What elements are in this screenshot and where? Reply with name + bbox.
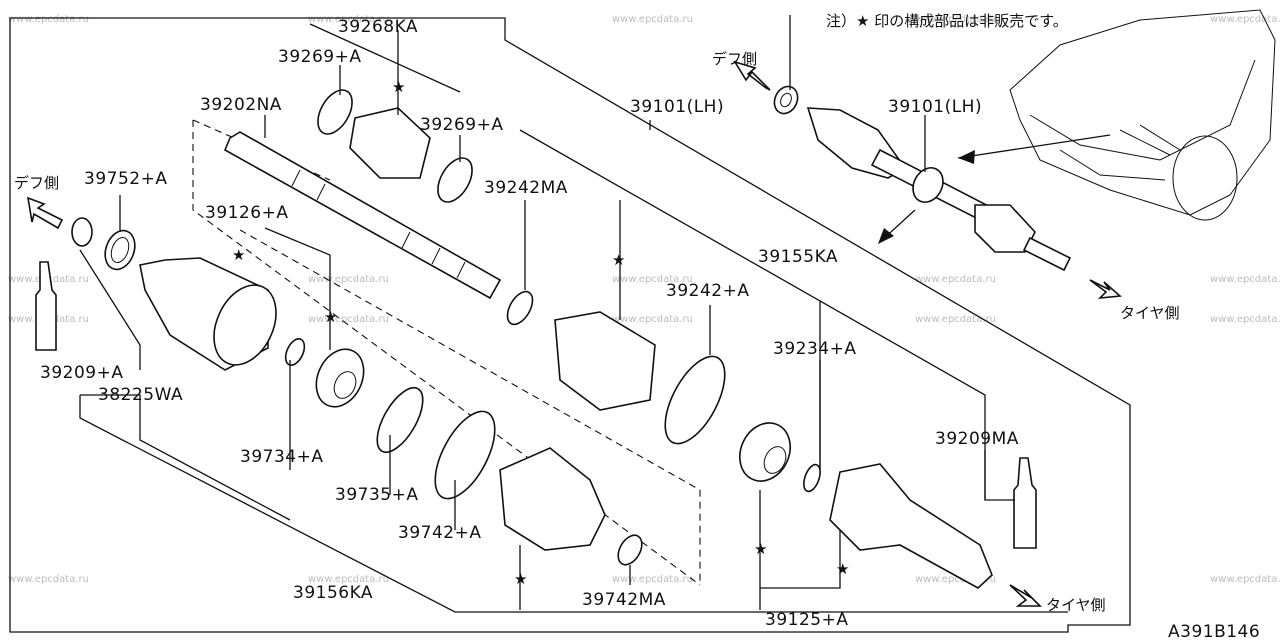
outer-joint-boot — [974, 204, 1036, 253]
outer-joint-ball-cage — [739, 422, 791, 482]
watermark: www.epcdata.ru — [915, 314, 996, 325]
diagram-code: A391B146 — [1168, 622, 1260, 640]
watermark: www.epcdata.ru — [8, 14, 89, 25]
arrow-head — [878, 228, 894, 244]
outer-group-frame — [9, 17, 1131, 633]
boot-band — [434, 410, 496, 500]
outer-joint-housing — [829, 463, 993, 589]
part-label-38225WA: 38225WA — [98, 385, 183, 405]
diff-side-arrow-icon — [26, 196, 64, 230]
snap-ring — [104, 229, 136, 271]
grease-bottle — [1013, 457, 1037, 549]
part-label-39101LH: 39101(LH) — [630, 97, 724, 117]
part-label-39269A: 39269+A — [420, 115, 503, 135]
non-sale-star-icon: ★ — [754, 540, 767, 558]
part-label-39735A: 39735+A — [335, 485, 418, 505]
watermark-layer: www.epcdata.ru www.epcdata.ru www.epcdat… — [8, 14, 1280, 585]
boot-band — [376, 387, 424, 453]
damper — [912, 167, 944, 203]
vehicle-outline — [1009, 9, 1276, 221]
part-label-39752A: 39752+A — [84, 169, 167, 189]
non-sale-star-icon: ★ — [514, 570, 527, 588]
non-sale-star-icon: ★ — [324, 308, 337, 326]
non-sale-star-icon: ★ — [612, 251, 625, 269]
direction-label-tire-side: タイヤ側 — [1120, 304, 1180, 322]
part-label-39234A: 39234+A — [773, 339, 856, 359]
part-label-39268KA: 39268KA — [338, 17, 418, 37]
seal-ring — [773, 85, 799, 115]
circlip — [803, 463, 821, 493]
part-label-39742MA: 39742MA — [582, 590, 666, 610]
watermark: www.epcdata.ru — [1210, 274, 1280, 285]
direction-label-diff-side: デフ側 — [14, 174, 59, 192]
part-label-39269A: 39269+A — [278, 47, 361, 67]
boot-band — [506, 290, 534, 326]
part-label-39209A: 39209+A — [40, 363, 123, 383]
part-label-39202NA: 39202NA — [200, 95, 282, 115]
non-sale-star-icon: ★ — [232, 246, 245, 264]
direction-label-diff-side: デフ側 — [712, 50, 757, 68]
boot-band — [437, 157, 473, 203]
leader-lines — [79, 15, 1015, 610]
part-label-39734A: 39734+A — [240, 447, 323, 467]
grease-bottle — [35, 261, 57, 351]
spider-assembly — [315, 348, 365, 408]
watermark: www.epcdata.ru — [612, 314, 693, 325]
watermark: www.epcdata.ru — [8, 574, 89, 585]
inner-boot — [499, 447, 606, 551]
watermark: www.epcdata.ru — [308, 274, 389, 285]
drive-shaft-bar — [223, 131, 502, 300]
watermark: www.epcdata.ru — [612, 274, 693, 285]
part-label-39125A: 39125+A — [765, 610, 848, 630]
diff-side-arrow-icon — [733, 60, 771, 91]
leader-line — [309, 23, 461, 93]
watermark: www.epcdata.ru — [915, 574, 996, 585]
watermark: www.epcdata.ru — [915, 14, 996, 25]
part-label-39155KA: 39155KA — [758, 247, 838, 267]
pointer-arrow — [957, 134, 1111, 159]
boot-band — [317, 89, 353, 135]
part-label-39101LH: 39101(LH) — [888, 97, 982, 117]
watermark: www.epcdata.ru — [915, 274, 996, 285]
tire-side-arrow-icon — [1009, 584, 1042, 607]
outer-boot — [554, 311, 656, 411]
tire-side-arrow-icon — [1089, 279, 1122, 300]
part-label-39242A: 39242+A — [666, 281, 749, 301]
part-label-39242MA: 39242MA — [484, 178, 568, 198]
installed-driveshaft — [773, 85, 1072, 272]
watermark: www.epcdata.ru — [612, 574, 693, 585]
watermark: www.epcdata.ru — [612, 14, 693, 25]
non-sale-note: 注）★ 印の構成部品は非販売です。 — [826, 12, 1068, 30]
grease-cap — [71, 217, 93, 247]
boot-band — [617, 534, 643, 566]
stub-shaft — [1022, 236, 1072, 272]
non-sale-star-icon: ★ — [836, 560, 849, 578]
part-label-39742A: 39742+A — [398, 523, 481, 543]
damper-rubber — [349, 107, 431, 179]
watermark: www.epcdata.ru — [1210, 314, 1280, 325]
part-label-39156KA: 39156KA — [293, 583, 373, 603]
direction-label-tire-side: タイヤ側 — [1046, 596, 1106, 614]
watermark: www.epcdata.ru — [308, 14, 389, 25]
group-boundary-line — [79, 395, 1068, 613]
boot-band — [664, 355, 726, 445]
watermark: www.epcdata.ru — [308, 574, 389, 585]
dashed-subassembly-box — [239, 229, 701, 585]
arrow-head — [958, 150, 975, 164]
watermark: www.epcdata.ru — [1210, 574, 1280, 585]
snap-ring — [284, 338, 306, 366]
part-label-39126A: 39126+A — [205, 203, 288, 223]
watermark: www.epcdata.ru — [1210, 14, 1280, 25]
part-label-39209MA: 39209MA — [935, 429, 1019, 449]
non-sale-star-icon: ★ — [392, 78, 405, 96]
watermark: www.epcdata.ru — [308, 314, 389, 325]
